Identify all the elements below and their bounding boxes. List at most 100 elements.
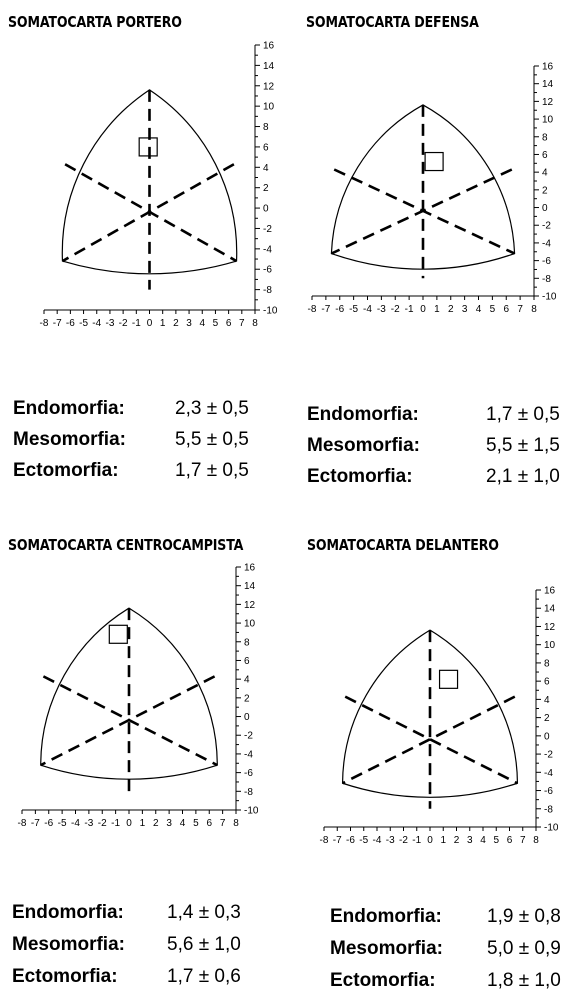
x-tick-label: 3 <box>467 835 473 846</box>
x-tick-label: -1 <box>111 818 120 829</box>
y-tick-label: -10 <box>244 806 259 817</box>
x-tick-label: -1 <box>132 318 141 329</box>
y-tick-label: 2 <box>544 713 550 724</box>
y-tick-label: 16 <box>263 41 275 52</box>
data-point <box>424 151 444 172</box>
x-tick-label: -5 <box>79 318 88 329</box>
endo-ecto-axis-1 <box>344 695 519 785</box>
data-point <box>438 669 459 689</box>
stat-label: Mesomorfia: <box>307 435 420 456</box>
x-tick-label: -2 <box>391 304 400 315</box>
x-tick-label: -4 <box>373 835 382 846</box>
somatochart-outline <box>330 104 516 270</box>
stat-label: Ectomorfia: <box>330 970 436 991</box>
y-tick-label: -4 <box>244 749 253 760</box>
endo-ecto-axis-2 <box>40 675 216 767</box>
x-tick-label: -5 <box>349 304 358 315</box>
x-tick-label: 1 <box>140 818 146 829</box>
stat-label: Mesomorfia: <box>330 938 443 959</box>
x-tick-label: -7 <box>321 304 330 315</box>
chart-title: SOMATOCARTA CENTROCAMPISTA <box>8 536 244 554</box>
y-tick-label: 0 <box>542 203 548 214</box>
x-tick-label: -3 <box>105 318 114 329</box>
y-tick-label: 2 <box>542 185 548 196</box>
x-tick-label: 8 <box>533 835 539 846</box>
stat-label: Ectomorfia: <box>12 966 118 987</box>
x-tick-label: -2 <box>98 818 107 829</box>
x-tick-label: 6 <box>503 304 509 315</box>
y-tick-label: -4 <box>544 768 553 779</box>
y-tick-label: -6 <box>544 786 553 797</box>
y-tick-label: 12 <box>542 97 554 108</box>
somatochart-outline <box>341 629 519 798</box>
y-tick-label: 16 <box>244 563 256 574</box>
y-tick-label: 0 <box>544 731 550 742</box>
stat-value: 5,0 ± 0,9 <box>487 938 561 959</box>
plot-area <box>61 89 238 290</box>
y-tick-label: 12 <box>244 600 256 611</box>
plot-area <box>330 104 516 279</box>
chart-title: SOMATOCARTA PORTERO <box>8 13 182 31</box>
y-tick-label: -10 <box>542 292 557 303</box>
x-tick-label: -6 <box>335 304 344 315</box>
stat-label: Mesomorfia: <box>13 429 126 450</box>
x-tick-label: -7 <box>31 818 40 829</box>
y-tick-label: 4 <box>244 675 250 686</box>
x-tick-label: 0 <box>427 835 433 846</box>
stat-value: 1,8 ± 1,0 <box>487 970 561 991</box>
y-tick-label: -2 <box>244 731 253 742</box>
y-tick-label: 0 <box>263 204 269 215</box>
x-tick-label: -8 <box>320 835 329 846</box>
y-tick-label: -8 <box>542 274 551 285</box>
y-tick-label: 12 <box>544 622 556 633</box>
stat-value: 2,1 ± 1,0 <box>486 466 560 487</box>
stat-value: 1,7 ± 0,6 <box>167 966 241 987</box>
y-tick-label: -4 <box>542 238 551 249</box>
x-tick-label: -5 <box>58 818 67 829</box>
x-tick-label: -6 <box>346 835 355 846</box>
x-tick-label: -1 <box>405 304 414 315</box>
x-tick-label: 5 <box>493 835 499 846</box>
y-tick-label: 8 <box>263 122 269 133</box>
x-tick-label: 3 <box>462 304 468 315</box>
x-tick-label: -8 <box>40 318 49 329</box>
x-tick-label: 0 <box>147 318 153 329</box>
x-tick-label: -6 <box>44 818 53 829</box>
y-tick-label: 10 <box>263 102 275 113</box>
y-tick-label: 12 <box>263 81 275 92</box>
x-tick-label: -3 <box>84 818 93 829</box>
x-tick-label: -2 <box>119 318 128 329</box>
x-tick-label: 4 <box>476 304 482 315</box>
x-tick-label: 8 <box>252 318 258 329</box>
x-tick-label: 6 <box>206 818 212 829</box>
y-tick-label: 14 <box>542 79 554 90</box>
y-tick-label: 16 <box>544 586 556 597</box>
x-tick-label: 4 <box>480 835 486 846</box>
x-tick-label: 6 <box>226 318 232 329</box>
x-tick-label: -7 <box>333 835 342 846</box>
x-tick-label: 4 <box>199 318 205 329</box>
x-tick-label: 8 <box>531 304 537 315</box>
stat-value: 1,7 ± 0,5 <box>175 460 249 481</box>
y-tick-label: 4 <box>542 168 548 179</box>
stat-value: 1,9 ± 0,8 <box>487 906 561 927</box>
endo-ecto-axis-2 <box>61 163 235 263</box>
y-tick-label: 10 <box>542 115 554 126</box>
y-tick-label: -8 <box>263 285 272 296</box>
x-tick-label: 4 <box>180 818 186 829</box>
y-tick-label: 6 <box>244 656 250 667</box>
y-tick-label: -8 <box>244 787 253 798</box>
plot-area <box>40 607 218 792</box>
y-tick-label: 14 <box>263 61 275 72</box>
x-tick-label: 3 <box>166 818 172 829</box>
y-tick-label: 14 <box>244 581 256 592</box>
y-tick-label: -2 <box>544 750 553 761</box>
y-tick-label: -10 <box>544 823 559 834</box>
